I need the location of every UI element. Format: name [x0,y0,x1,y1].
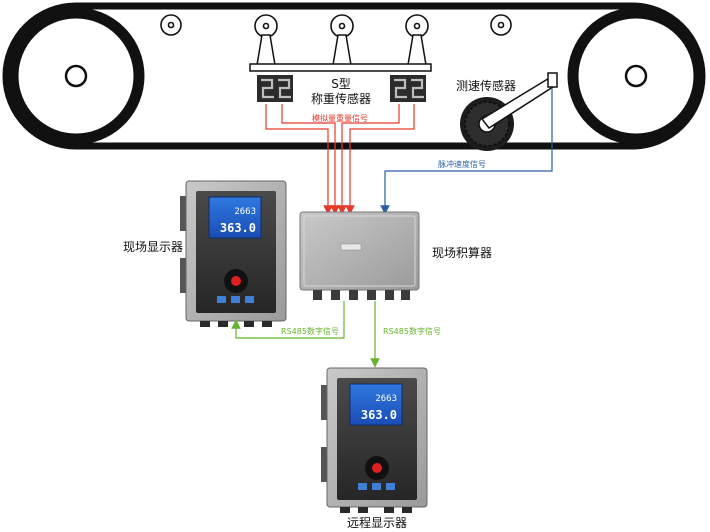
integrator-box [299,211,420,300]
remote-display-label: 远程显示器 [347,515,407,530]
conveyor-belt: S型 称重传感器 测速传感器 [2,2,706,151]
rs485-left-line [231,301,345,339]
local-display-line2: 363.0 [220,221,256,235]
analog-signal-label: 模拟量重量信号 [312,113,368,123]
right-pulley [567,7,705,145]
rs485-left-label: RS485数字信号 [281,326,339,336]
local-display-line1: 2663 [234,207,256,217]
remote-display-line1: 2663 [375,394,397,404]
local-display-label: 现场显示器 [123,240,183,254]
remote-display-device: 2663 363.0 [321,367,428,513]
speed-sensor-label: 测速传感器 [456,78,516,93]
load-cell-right [390,75,426,102]
local-display-device: 2663 363.0 [180,180,287,327]
remote-display-line2: 363.0 [361,408,397,422]
weigh-bar [249,63,432,72]
speed-sensor-arm [480,72,558,130]
analog-signal-lines [265,104,415,215]
integrator-label: 现场积算器 [432,245,492,260]
s-type-label: S型 [331,77,351,91]
left-pulley [7,7,145,145]
rs485-right-label: RS485数字信号 [383,326,441,336]
load-cell-left [257,75,293,102]
weigh-frame [249,34,432,72]
pulse-signal-label: 脉冲速度信号 [438,159,486,169]
weigh-sensor-label: 称重传感器 [311,91,371,106]
idler-rollers [160,14,512,38]
pulse-signal-line [380,88,553,215]
